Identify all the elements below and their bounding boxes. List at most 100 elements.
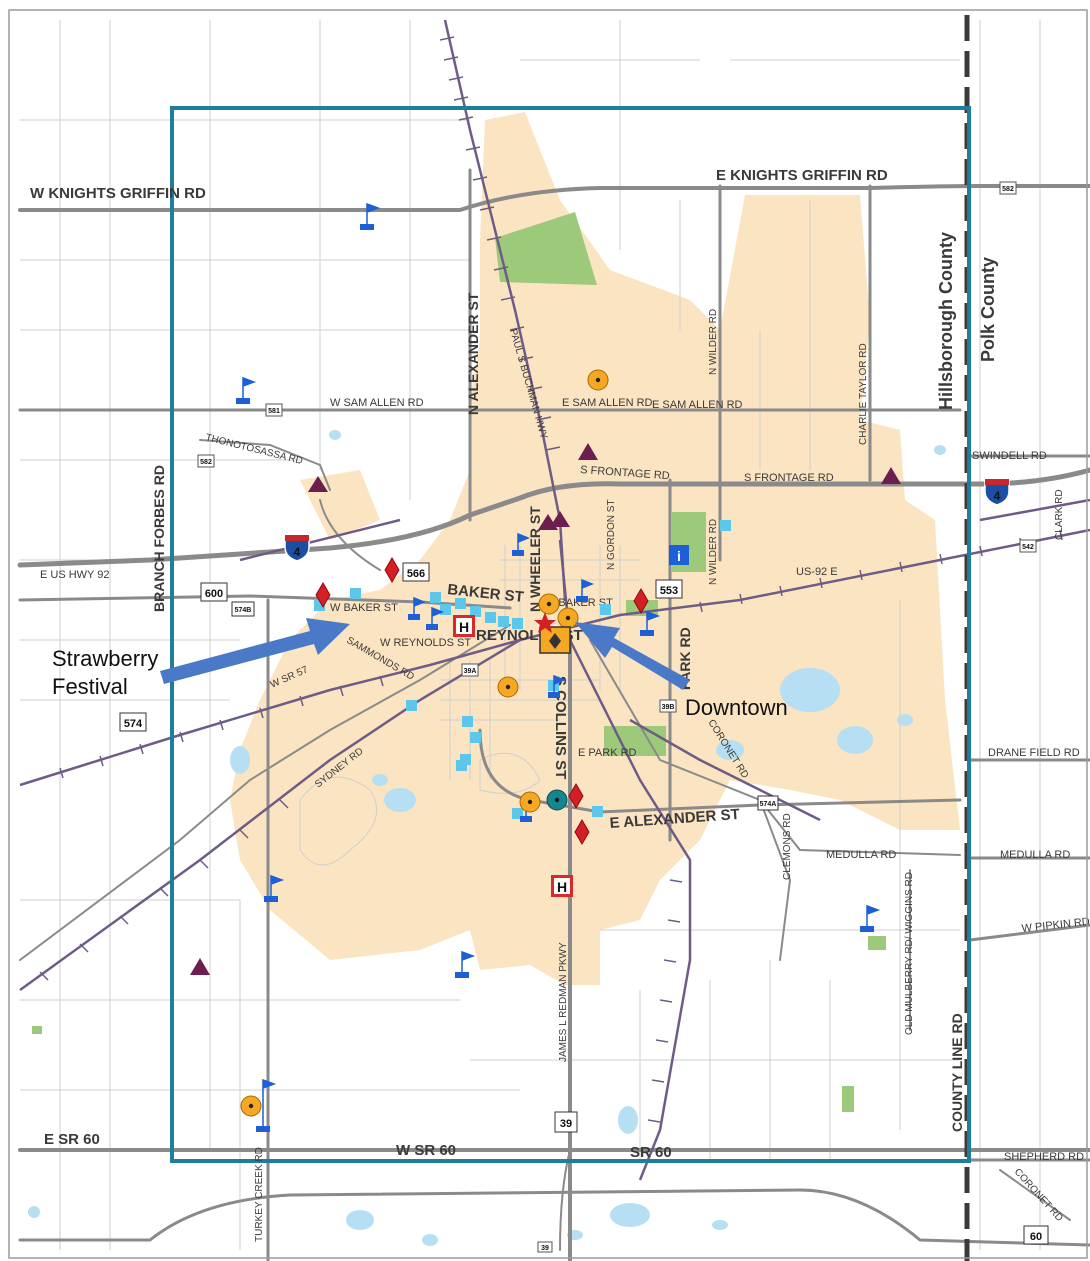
diamond-icon [633, 588, 649, 614]
label-e-sam-allen-1: E SAM ALLEN RD [562, 397, 653, 409]
label-sr-60: SR 60 [630, 1144, 672, 1161]
label-shepherd: SHEPHERD RD [1004, 1151, 1084, 1163]
shield-582-ne: 582 [999, 181, 1017, 195]
svg-text:4: 4 [994, 489, 1001, 503]
label-n-wilder-2: N WILDER RD [708, 519, 719, 585]
flag-icon [512, 532, 531, 556]
svg-text:574A: 574A [760, 801, 777, 808]
svg-text:574B: 574B [235, 607, 252, 614]
school-icon [538, 593, 560, 615]
arrow-strawberry-festival [160, 618, 350, 684]
star-icon [534, 612, 556, 633]
triangle-icon [190, 958, 210, 975]
school-icon [497, 676, 519, 698]
label-e-baker-st: E BAKER ST [548, 597, 613, 609]
annotation-labels: Strawberry Festival Downtown [52, 646, 788, 720]
label-festival: Festival [52, 674, 128, 699]
label-n-wilder-1: N WILDER RD [708, 309, 719, 375]
label-w-baker-st: W BAKER ST [330, 602, 398, 614]
flag-icon [408, 596, 427, 620]
shield-39b: 39B [659, 699, 677, 713]
school-icon [587, 369, 609, 391]
school-icon [557, 607, 579, 629]
diamond-icon [384, 557, 400, 583]
label-n-gordon: N GORDON ST [606, 499, 617, 570]
flag-icon [256, 1078, 277, 1132]
city-hall-marker [534, 612, 571, 654]
county-labels: Hillsborough County Polk County [936, 232, 998, 410]
svg-text:542: 542 [1022, 544, 1034, 551]
label-w-sr-60: W SR 60 [396, 1142, 456, 1159]
label-drane-field: DRANE FIELD RD [988, 747, 1080, 759]
annotation-arrows [160, 618, 690, 690]
svg-text:600: 600 [205, 588, 223, 600]
triangle-markers [190, 443, 901, 975]
label-branch-forbes: BRANCH FORBES RD [151, 465, 167, 612]
svg-text:i: i [677, 548, 681, 564]
label-downtown: Downtown [685, 695, 788, 720]
study-area-boundary [170, 106, 971, 1163]
label-e-us-hwy-92: E US HWY 92 [40, 569, 110, 581]
diamond-icon [315, 582, 331, 608]
shield-39: 39 [554, 1111, 578, 1133]
info-icon: i [669, 545, 689, 565]
shield-60: 60 [1023, 1225, 1049, 1245]
shield-600: 600 [200, 582, 228, 602]
svg-text:566: 566 [407, 568, 425, 580]
shield-582-w: 582 [197, 454, 215, 468]
teal-circle-marker [546, 789, 568, 811]
flag-icon [860, 904, 881, 932]
label-charlie-taylor: CHARLIE TAYLOR RD [858, 343, 869, 445]
shield-39a: 39A [461, 663, 479, 677]
svg-text:574: 574 [124, 718, 143, 730]
label-hillsborough-county: Hillsborough County [936, 232, 956, 410]
svg-text:553: 553 [660, 585, 678, 597]
label-wiggins: OLD MULBERRY RD/ WIGGINS RD [904, 872, 915, 1035]
svg-text:4: 4 [294, 545, 301, 559]
shield-553: 553 [655, 579, 683, 599]
hospital-icon: H [551, 875, 573, 897]
flag-icon [548, 674, 567, 698]
diamond-icon [574, 819, 590, 845]
label-w-reynolds: W REYNOLDS ST [380, 637, 471, 649]
flag-icon [455, 950, 476, 978]
label-park-rd: PARK RD [677, 627, 693, 690]
flag-icon [426, 606, 445, 630]
railroads [19, 19, 1090, 1181]
school-icon [240, 1095, 262, 1117]
label-e-sam-allen-2: E SAM ALLEN RD [652, 399, 743, 411]
svg-text:39: 39 [560, 1118, 572, 1130]
label-medulla-1: MEDULLA RD [826, 849, 896, 861]
school-icon [519, 791, 541, 813]
label-medulla-2: MEDULLA RD [1000, 849, 1070, 861]
label-w-sam-allen: W SAM ALLEN RD [330, 397, 424, 409]
svg-text:39B: 39B [662, 704, 675, 711]
label-e-park-rd: E PARK RD [578, 747, 637, 759]
label-turkey-creek: TURKEY CREEK RD [254, 1147, 265, 1242]
parks [32, 212, 886, 1112]
svg-text:582: 582 [200, 459, 212, 466]
label-strawberry: Strawberry [52, 646, 158, 671]
arrow-downtown [575, 622, 690, 690]
label-polk-county: Polk County [978, 257, 998, 362]
facility-square-markers [314, 520, 731, 819]
label-clemons: CLEMONS RD [782, 813, 793, 880]
flag-icon [360, 202, 381, 230]
shield-566: 566 [402, 562, 430, 582]
triangle-icon [550, 511, 570, 527]
label-w-knights-griffin: W KNIGHTS GRIFFIN RD [30, 185, 206, 202]
label-e-sr-60: E SR 60 [44, 1131, 100, 1148]
shield-574: 574 [119, 712, 147, 732]
interstate-shield-e: 4 [984, 478, 1010, 506]
flag-icon [640, 610, 661, 636]
label-n-alexander: N ALEXANDER ST [465, 292, 481, 415]
shield-574a: 574A [757, 795, 779, 811]
major-roads [17, 168, 1090, 1261]
flag-icon [264, 874, 285, 902]
shield-574b: 574B [231, 601, 255, 617]
label-e-knights-griffin: E KNIGHTS GRIFFIN RD [716, 167, 888, 184]
svg-text:581: 581 [268, 408, 280, 415]
label-county-line: COUNTY LINE RD [949, 1013, 965, 1132]
label-clark: CLARK RD [1054, 489, 1065, 540]
